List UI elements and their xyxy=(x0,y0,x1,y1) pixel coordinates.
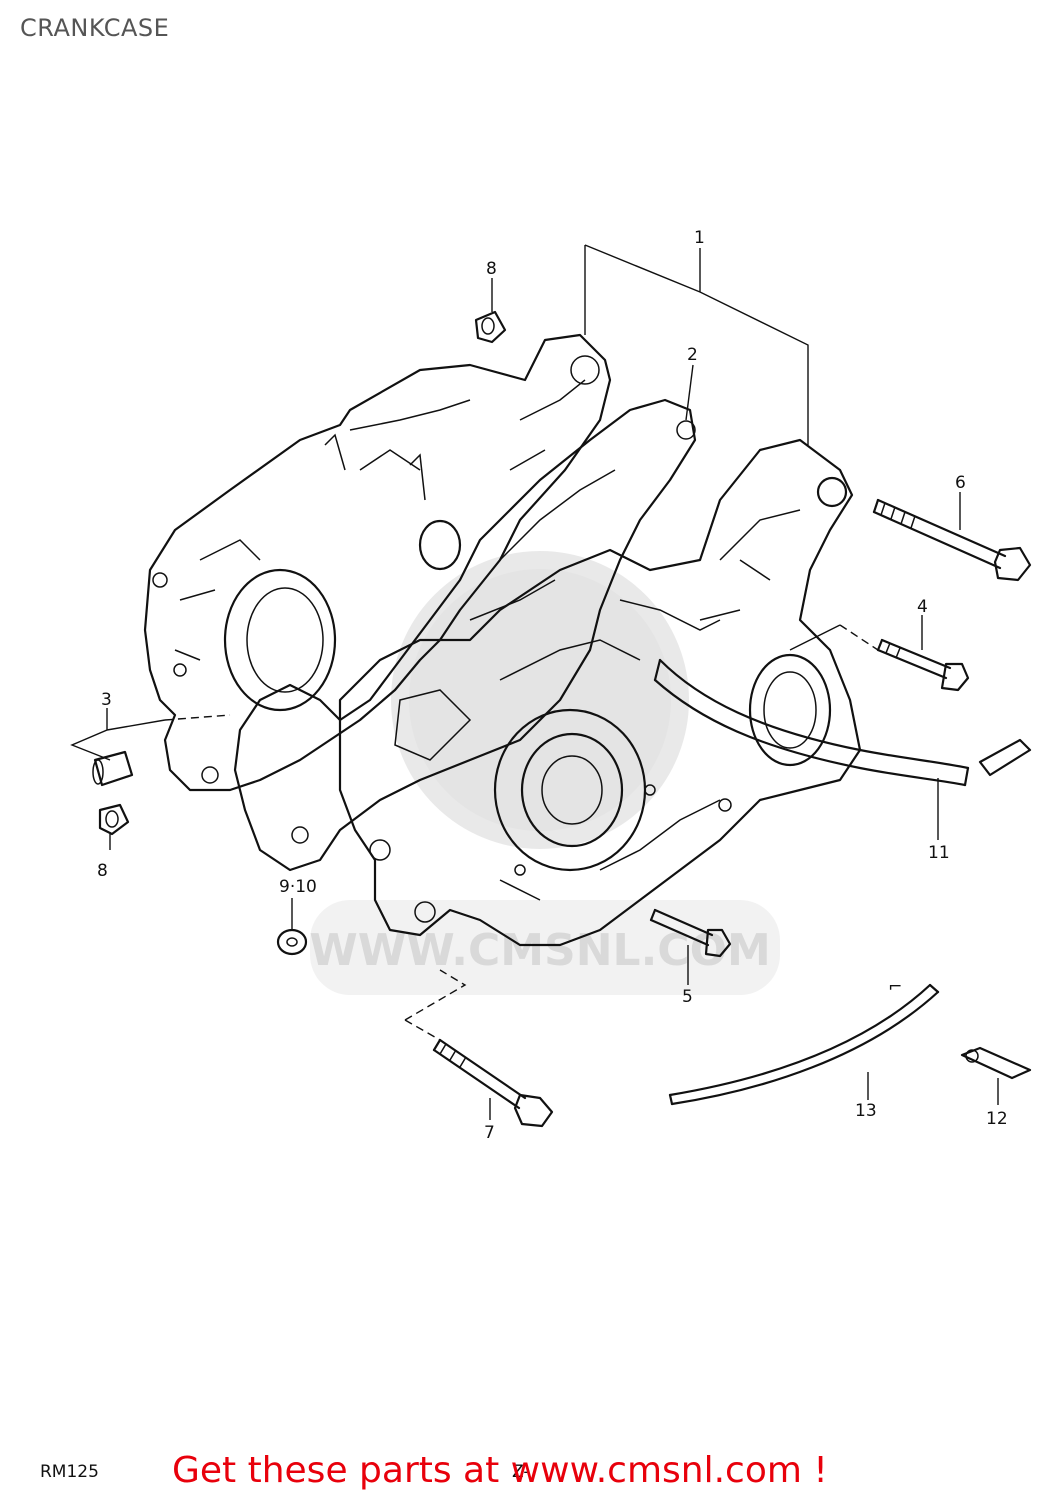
bolt-6 xyxy=(872,498,1032,582)
callout-11: 11 xyxy=(928,843,950,863)
callout-3: 3 xyxy=(101,690,112,710)
callout-7: 7 xyxy=(484,1123,495,1143)
washer-9-10 xyxy=(276,928,308,956)
page-number: Z- xyxy=(512,1462,530,1482)
callout-5: 5 xyxy=(682,987,693,1007)
hose-clamp xyxy=(960,1046,1032,1080)
model-code: RM125 xyxy=(40,1462,99,1482)
promo-link[interactable]: Get these parts at www.cmsnl.com ! xyxy=(172,1450,828,1491)
watermark-text: WWW.CMSNL.COM xyxy=(309,925,771,976)
callout-9-10: 9·10 xyxy=(279,877,317,897)
callout-4: 4 xyxy=(917,597,928,617)
callout-12: 12 xyxy=(986,1109,1008,1129)
bolt-5 xyxy=(649,908,732,958)
breather-hose xyxy=(653,658,1032,787)
leader-lines xyxy=(70,244,999,1120)
bolt-4 xyxy=(876,638,970,692)
callout-labels: 1 2 3 4 5 6 7 8 8 9·10 11 12 13 xyxy=(97,228,1008,1143)
page-title: CRANKCASE xyxy=(20,14,170,42)
dowel-pin-8-top xyxy=(474,310,507,344)
callout-8-top: 8 xyxy=(486,259,497,279)
callout-8-left: 8 xyxy=(97,861,108,881)
callout-1: 1 xyxy=(694,228,705,248)
dowel-pin-3 xyxy=(92,750,134,787)
svg-text:⌐: ⌐ xyxy=(888,977,902,997)
dowel-pin-8-left xyxy=(98,803,130,836)
bolt-7 xyxy=(432,1038,554,1128)
crankcase-gasket xyxy=(233,398,697,872)
callout-6: 6 xyxy=(955,473,966,493)
callout-2: 2 xyxy=(687,345,698,365)
callout-13: 13 xyxy=(855,1101,877,1121)
tube: ⌐ xyxy=(668,977,940,1106)
